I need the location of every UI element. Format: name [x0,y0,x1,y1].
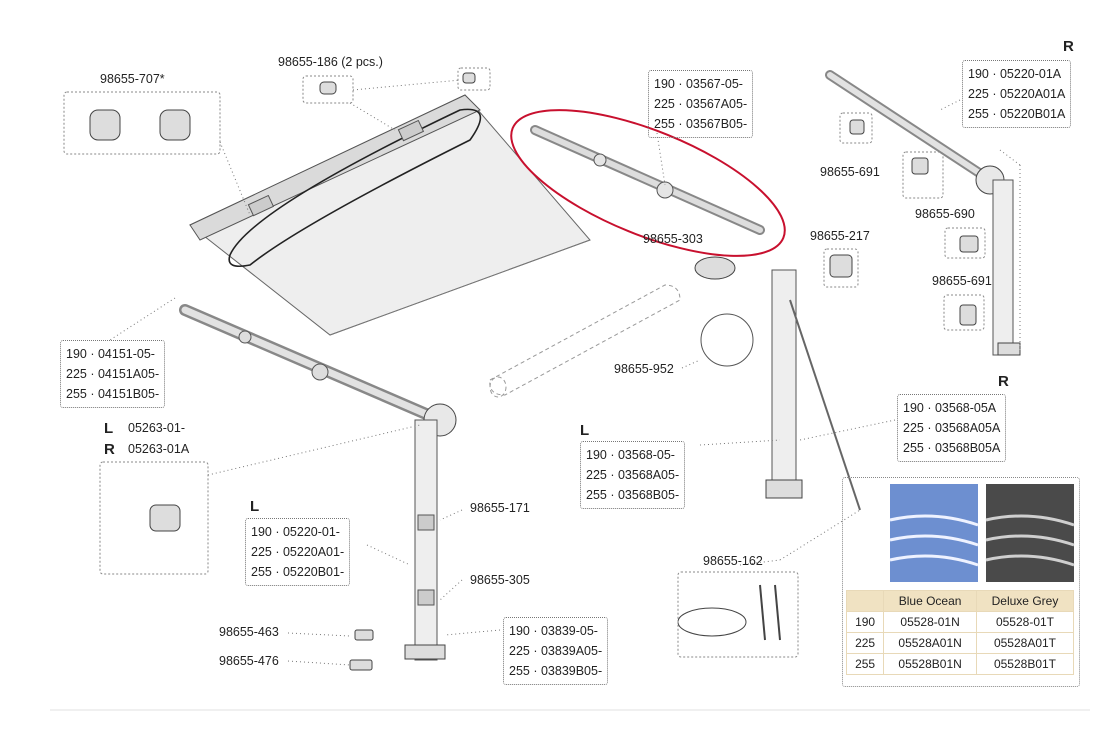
table-row: 225 05528A01N 05528A01T [845,632,1075,654]
code-line: 190 · 05220-01- [251,525,340,539]
code-line: 225 · 05220A01- [251,545,345,559]
table-cell: 255 [845,653,885,675]
leader-lines [109,79,1021,666]
header-deluxe-grey: Deluxe Grey [975,590,1075,612]
header-blank [845,590,885,612]
fabric-color-panel [842,477,1080,687]
label-98655-217: 98655-217 [810,229,870,243]
code-line: 225 · 03568A05- [586,468,680,482]
fabric-color-table: Blue Ocean Deluxe Grey 190 05528-01N 055… [845,590,1075,675]
table-cell: 05528-01N [883,611,977,633]
codebox-right-top: 190 · 05220-01A 225 · 05220A01A 255 · 05… [962,60,1072,128]
label-98655-707: 98655-707* [100,72,165,86]
label-98655-952: 98655-952 [614,362,674,376]
side-letter-left-leg: L [250,498,260,515]
awning-cassette [189,94,591,336]
code-line: 255 · 03568B05- [586,488,680,502]
code-line: 225 · 05220A01A [968,87,1066,101]
hinge-code-r: 05263-01A [128,442,190,456]
table-cell: 05528A01N [883,632,977,654]
label-98655-463: 98655-463 [219,625,279,639]
code-line: 190 · 03839-05- [509,624,598,638]
header-blue-ocean: Blue Ocean [883,590,977,612]
code-line: 255 · 04151B05- [66,387,160,401]
code-line: 190 · 04151-05- [66,347,155,361]
label-98655-691-top: 98655-691 [820,165,880,179]
table-cell: 225 [845,632,885,654]
code-line: 255 · 03839B05- [509,664,603,678]
codebox-center-leg-l: 190 · 03568-05- 225 · 03568A05- 255 · 03… [580,441,686,509]
code-line: 255 · 03568B05A [903,441,1001,455]
right-leg [825,70,1021,356]
table-cell: 05528A01T [975,632,1075,654]
label-98655-305: 98655-305 [470,573,530,587]
code-line: 225 · 03567A05- [654,97,748,111]
codebox-front-rail: 190 · 03567-05- 225 · 03567A05- 255 · 03… [648,70,754,138]
front-rail [530,125,765,235]
label-98655-171: 98655-171 [470,501,530,515]
hinge-letter-r: R [104,441,115,458]
swatch-blue-ocean [890,484,978,582]
label-98655-476: 98655-476 [219,654,279,668]
table-cell: 05528B01N [883,653,977,675]
side-letter-center-right: R [998,373,1009,390]
table-header-row: Blue Ocean Deluxe Grey [845,590,1075,612]
label-98655-162: 98655-162 [703,554,763,568]
code-line: 255 · 03567B05- [654,117,748,131]
table-row: 190 05528-01N 05528-01T [845,611,1075,633]
highlight-ellipse [510,109,786,257]
label-98655-690: 98655-690 [915,207,975,221]
codebox-left-leg: 190 · 05220-01- 225 · 05220A01- 255 · 05… [245,518,351,586]
roller-tube-dashed [489,284,681,398]
code-line: 225 · 03839A05- [509,644,603,658]
table-cell: 05528-01T [975,611,1075,633]
table-cell: 190 [845,611,885,633]
hinge-code-l: 05263-01- [128,421,185,435]
code-line: 190 · 05220-01A [968,67,1062,81]
table-row: 255 05528B01N 05528B01T [845,653,1075,675]
table-cell: 05528B01T [975,653,1075,675]
code-line: 255 · 05220B01- [251,565,345,579]
hinge-letter-l: L [104,420,114,437]
codebox-left-arm: 190 · 04151-05- 225 · 04151A05- 255 · 04… [60,340,166,408]
code-line: 190 · 03567-05- [654,77,743,91]
label-98655-691-bottom: 98655-691 [932,274,992,288]
codebox-foot: 190 · 03839-05- 225 · 03839A05- 255 · 03… [503,617,609,685]
code-line: 190 · 03568-05A [903,401,997,415]
label-98655-186: 98655-186 (2 pcs.) [278,55,383,69]
code-line: 225 · 04151A05- [66,367,160,381]
center-leg [694,256,861,511]
code-line: 190 · 03568-05- [586,448,675,462]
part-enclosures [63,67,986,658]
code-line: 225 · 03568A05A [903,421,1001,435]
hardware-parts [89,72,979,671]
swatch-deluxe-grey [986,484,1074,582]
code-line: 255 · 05220B01A [968,107,1066,121]
label-98655-303: 98655-303 [643,232,703,246]
left-arm [179,304,457,661]
codebox-center-leg-r: 190 · 03568-05A 225 · 03568A05A 255 · 03… [897,394,1007,462]
side-letter-top-right: R [1063,38,1074,55]
side-letter-center-left: L [580,422,590,439]
